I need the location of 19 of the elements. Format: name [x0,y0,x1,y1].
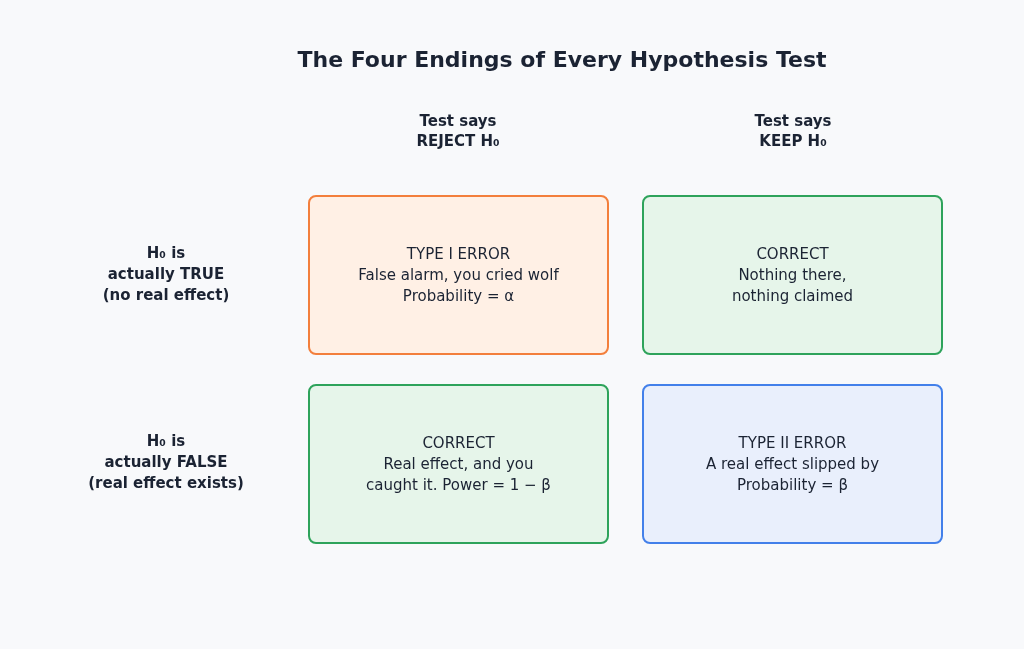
outcome-box [308,384,609,544]
outcome-text: Probability = α [402,285,515,307]
outcome-text: Nothing there, nothing claimed [731,264,854,307]
column-header: Test says REJECT H₀ [415,111,501,151]
outcome-heading: TYPE II ERROR [738,432,847,454]
row-header: H₀ is actually TRUE (no real effect) [101,243,231,306]
outcome-box [642,195,943,355]
outcome-text: Real effect, and you caught it. Power = 1 − β [366,453,551,496]
outcome-text: False alarm, you cried wolf [358,264,559,286]
outcome-box [642,384,943,544]
outcome-text: A real effect slipped by [706,453,879,475]
row-header: H₀ is actually FALSE (real effect exists) [87,431,245,494]
outcome-text: Probability = β [737,474,848,496]
outcome-heading: CORRECT [422,432,495,454]
outcome-heading: CORRECT [756,243,829,265]
outcome-heading: TYPE I ERROR [406,243,511,265]
diagram-title: The Four Endings of Every Hypothesis Test [296,46,828,74]
column-header: Test says KEEP H₀ [753,111,833,151]
outcome-box [308,195,609,355]
